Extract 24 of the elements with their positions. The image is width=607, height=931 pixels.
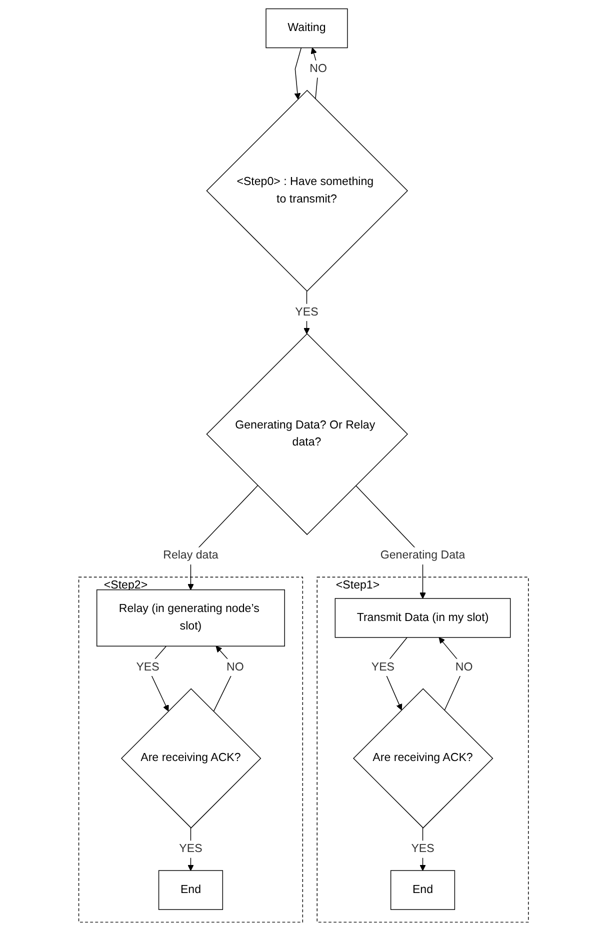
arrow — [187, 828, 194, 871]
edge-label: YES — [411, 842, 434, 856]
arrow — [303, 290, 310, 334]
node-box: Relay (in generating node’s slot) — [96, 589, 285, 646]
arrow — [294, 47, 302, 100]
node-diamond: Generating Data? Or Relay data? — [206, 333, 408, 536]
edge-label: Generating Data — [380, 549, 466, 562]
edge-label: Relay data — [163, 549, 218, 562]
edge-label: YES — [136, 660, 160, 674]
node-box: End — [158, 870, 223, 910]
arrow — [310, 48, 319, 100]
edge-label: NO — [310, 62, 327, 75]
node-diamond: Are receiving ACK? — [120, 688, 262, 828]
edge-label: YES — [371, 660, 394, 674]
edge-label: NO — [455, 660, 473, 674]
node-diamond: <Step0> : Have something to transmit? — [206, 90, 408, 292]
edge-label: YES — [295, 306, 318, 318]
edge-label: NO — [226, 660, 244, 674]
node-box: Waiting — [266, 8, 348, 48]
node-box: End — [390, 870, 455, 910]
arrow — [419, 828, 426, 871]
node-box: Transmit Data (in my slot) — [334, 598, 511, 638]
edge-label: YES — [179, 842, 202, 856]
node-diamond: Are receiving ACK? — [352, 688, 494, 828]
